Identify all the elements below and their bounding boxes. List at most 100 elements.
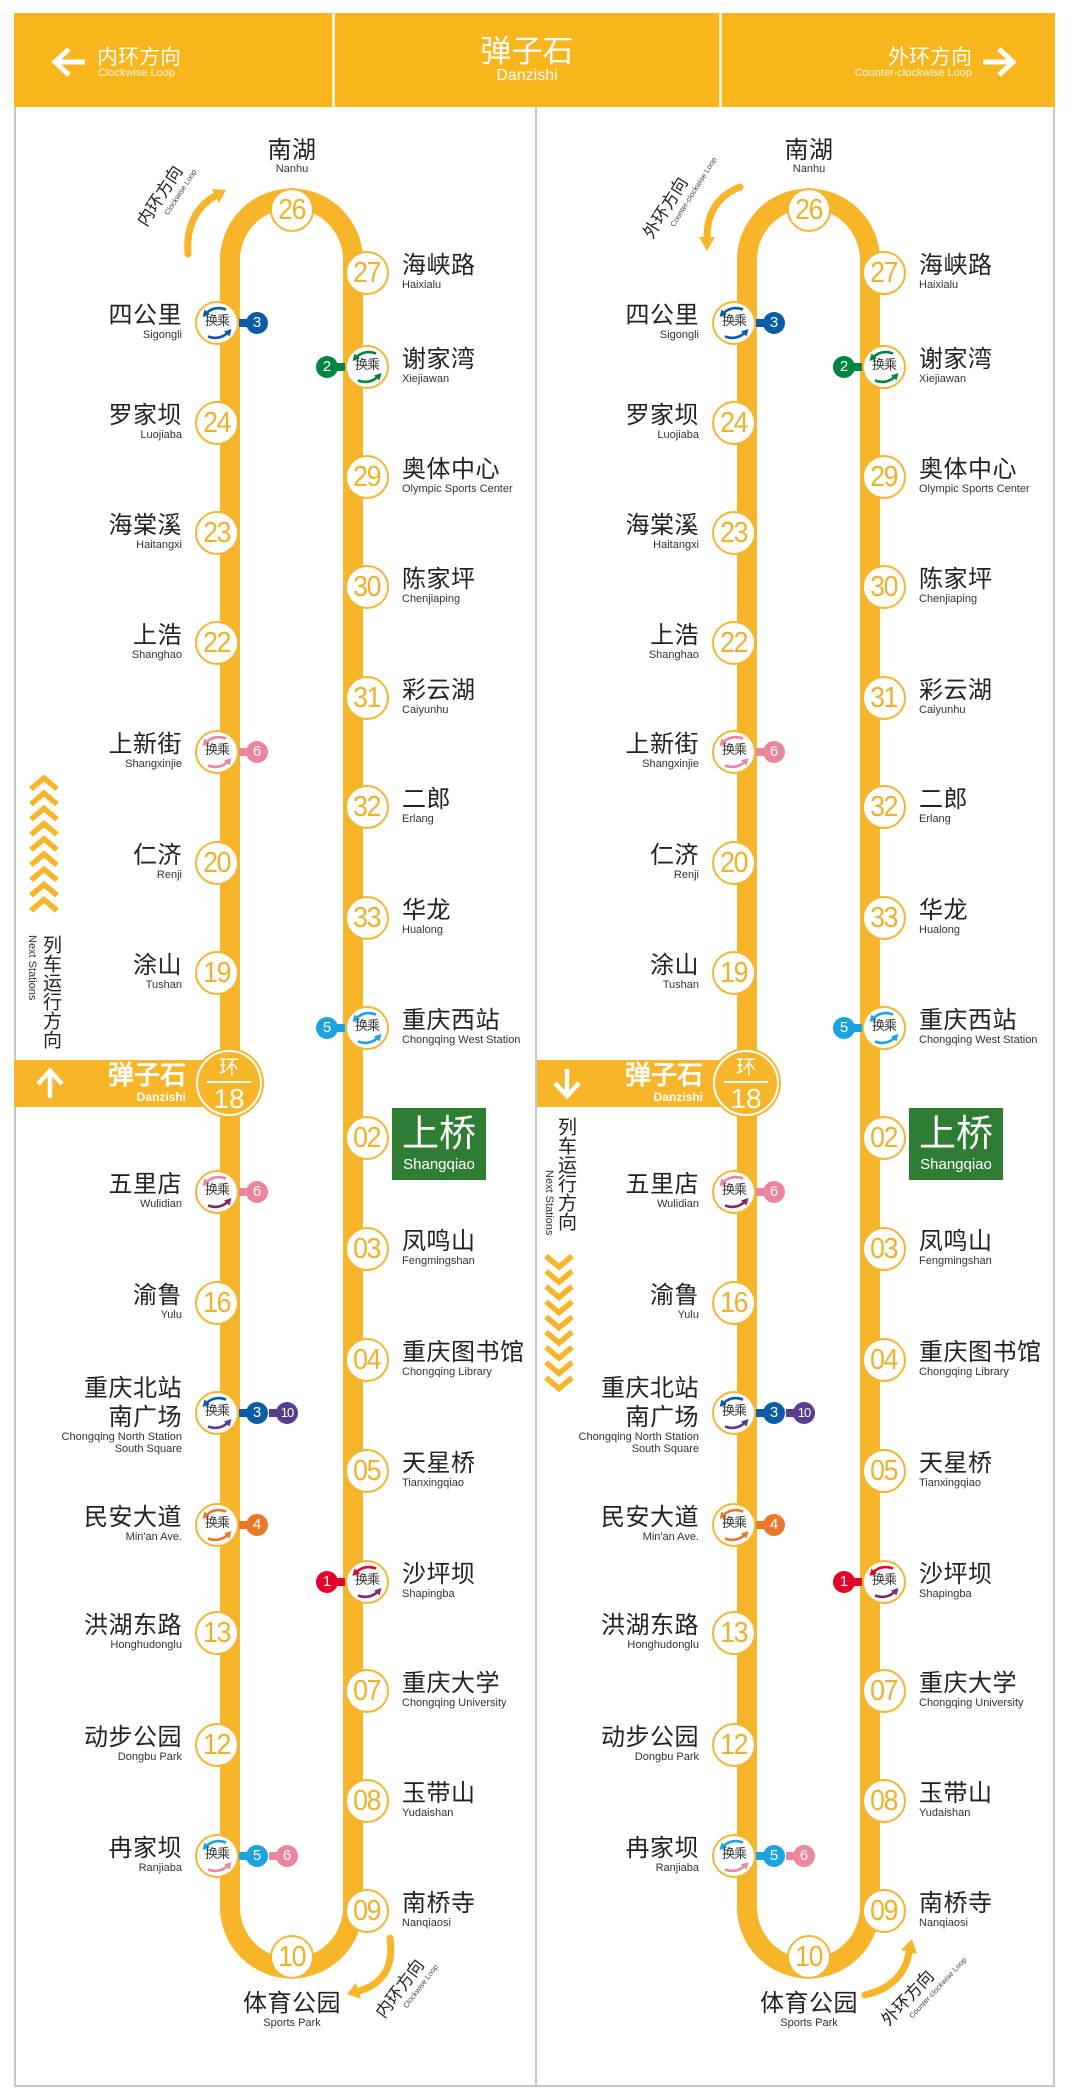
direction-outer-loop[interactable]: 外环方向 Counter-clockwise Loop bbox=[722, 13, 1055, 107]
station-number-badge[interactable]: 31 bbox=[862, 676, 906, 720]
transfer-icon[interactable]: 换乘 bbox=[712, 301, 756, 345]
station-number-badge[interactable]: 09 bbox=[345, 1889, 389, 1933]
station-number-badge[interactable]: 22 bbox=[195, 621, 239, 665]
transfer-icon[interactable]: 换乘 bbox=[345, 345, 389, 389]
loop-direction-arrow-icon bbox=[347, 1934, 395, 1999]
station-number-badge[interactable]: 16 bbox=[195, 1281, 239, 1325]
line-6-badge[interactable]: 6 bbox=[246, 741, 268, 763]
station-number-badge[interactable]: 30 bbox=[345, 565, 389, 609]
line-1-badge[interactable]: 1 bbox=[316, 1571, 338, 1593]
station-number-badge[interactable]: 02 bbox=[862, 1116, 906, 1160]
line-6-badge[interactable]: 6 bbox=[276, 1845, 298, 1867]
station-number-badge[interactable]: 04 bbox=[862, 1338, 906, 1382]
station-number-badge[interactable]: 05 bbox=[345, 1449, 389, 1493]
transfer-icon[interactable]: 换乘 bbox=[862, 345, 906, 389]
line-5-badge[interactable]: 5 bbox=[316, 1017, 338, 1039]
station-number-badge[interactable]: 19 bbox=[195, 951, 239, 995]
line-6-badge[interactable]: 6 bbox=[763, 1181, 785, 1203]
station-number-badge[interactable]: 31 bbox=[345, 676, 389, 720]
transfer-icon[interactable]: 换乘 bbox=[862, 1006, 906, 1050]
station-number-badge[interactable]: 08 bbox=[345, 1779, 389, 1823]
station-name-en: Chongqing Library bbox=[919, 1366, 1009, 1378]
station-number-badge[interactable]: 07 bbox=[862, 1669, 906, 1713]
line-3-badge[interactable]: 3 bbox=[246, 312, 268, 334]
transfer-icon[interactable]: 换乘 bbox=[712, 1834, 756, 1878]
station-number-badge[interactable]: 24 bbox=[712, 401, 756, 445]
direction-inner-loop[interactable]: 内环方向 Clockwise Loop bbox=[14, 13, 332, 107]
station-number-badge[interactable]: 12 bbox=[195, 1723, 239, 1767]
station-number-badge[interactable]: 13 bbox=[712, 1611, 756, 1655]
transfer-icon[interactable]: 换乘 bbox=[195, 1834, 239, 1878]
station-number-badge[interactable]: 29 bbox=[345, 455, 389, 499]
transfer-icon[interactable]: 换乘 bbox=[195, 730, 239, 774]
station-number-badge[interactable]: 19 bbox=[712, 951, 756, 995]
transfer-icon[interactable]: 换乘 bbox=[712, 730, 756, 774]
station-number-badge[interactable]: 03 bbox=[345, 1227, 389, 1271]
transfer-icon[interactable]: 换乘 bbox=[345, 1006, 389, 1050]
station-number-badge[interactable]: 23 bbox=[712, 511, 756, 555]
station-number-badge[interactable]: 12 bbox=[712, 1723, 756, 1767]
line-3-badge[interactable]: 3 bbox=[763, 1402, 785, 1424]
station-number: 08 bbox=[353, 1785, 382, 1817]
station-number-badge[interactable]: 08 bbox=[862, 1779, 906, 1823]
station-number: 26 bbox=[795, 194, 824, 226]
station-number-badge[interactable]: 04 bbox=[345, 1338, 389, 1382]
station-number-badge[interactable]: 05 bbox=[862, 1449, 906, 1493]
station-number-badge[interactable]: 16 bbox=[712, 1281, 756, 1325]
station-number-badge[interactable]: 30 bbox=[862, 565, 906, 609]
transfer-icon[interactable]: 换乘 bbox=[345, 1560, 389, 1604]
station-number-badge[interactable]: 10 bbox=[270, 1935, 314, 1979]
station-number-badge[interactable]: 26 bbox=[787, 188, 831, 232]
line-connector bbox=[854, 363, 862, 371]
station-number-badge[interactable]: 20 bbox=[195, 841, 239, 885]
line-6-badge[interactable]: 6 bbox=[793, 1845, 815, 1867]
station-number-badge[interactable]: 24 bbox=[195, 401, 239, 445]
line-5-badge[interactable]: 5 bbox=[763, 1845, 785, 1867]
line-2-badge[interactable]: 2 bbox=[316, 356, 338, 378]
station-number-badge[interactable]: 10 bbox=[787, 1935, 831, 1979]
transfer-label: 换乘 bbox=[721, 1516, 747, 1531]
station-number-badge[interactable]: 02 bbox=[345, 1116, 389, 1160]
station-name-cn: 重庆西站 bbox=[402, 1006, 500, 1034]
station-number-badge[interactable]: 07 bbox=[345, 1669, 389, 1713]
station-number-badge[interactable]: 32 bbox=[862, 785, 906, 829]
station-number: 09 bbox=[870, 1895, 899, 1927]
station-number-badge[interactable]: 29 bbox=[862, 455, 906, 499]
line-4-badge[interactable]: 4 bbox=[246, 1514, 268, 1536]
transfer-icon[interactable]: 换乘 bbox=[195, 301, 239, 345]
station-number-badge[interactable]: 20 bbox=[712, 841, 756, 885]
line-6-badge[interactable]: 6 bbox=[246, 1181, 268, 1203]
line-2-badge[interactable]: 2 bbox=[833, 356, 855, 378]
station-number-badge[interactable]: 33 bbox=[862, 896, 906, 940]
station-number-badge[interactable]: 27 bbox=[345, 251, 389, 295]
line-3-badge[interactable]: 3 bbox=[763, 312, 785, 334]
line-6-badge[interactable]: 6 bbox=[763, 741, 785, 763]
station-number-badge[interactable]: 26 bbox=[270, 188, 314, 232]
station-number-badge[interactable]: 22 bbox=[712, 621, 756, 665]
line-1-badge[interactable]: 1 bbox=[833, 1571, 855, 1593]
line-10-badge[interactable]: 10 bbox=[793, 1402, 815, 1424]
transfer-icon[interactable]: 换乘 bbox=[195, 1503, 239, 1547]
transfer-icon[interactable]: 换乘 bbox=[712, 1170, 756, 1214]
station-number-badge[interactable]: 03 bbox=[862, 1227, 906, 1271]
line-5-badge[interactable]: 5 bbox=[833, 1017, 855, 1039]
line-3-badge[interactable]: 3 bbox=[246, 1402, 268, 1424]
station-number-badge[interactable]: 27 bbox=[862, 251, 906, 295]
line-10-badge[interactable]: 10 bbox=[276, 1402, 298, 1424]
transfer-icon[interactable]: 换乘 bbox=[195, 1391, 239, 1435]
station-number-badge[interactable]: 33 bbox=[345, 896, 389, 940]
station-number-badge[interactable]: 13 bbox=[195, 1611, 239, 1655]
station-number-badge[interactable]: 32 bbox=[345, 785, 389, 829]
transfer-icon[interactable]: 换乘 bbox=[862, 1560, 906, 1604]
transfer-icon[interactable]: 换乘 bbox=[195, 1170, 239, 1214]
line-5-badge[interactable]: 5 bbox=[246, 1845, 268, 1867]
station-number-badge[interactable]: 23 bbox=[195, 511, 239, 555]
line-4-badge[interactable]: 4 bbox=[763, 1514, 785, 1536]
transfer-icon[interactable]: 换乘 bbox=[712, 1391, 756, 1435]
transfer-icon[interactable]: 换乘 bbox=[712, 1503, 756, 1547]
station-number-badge[interactable]: 09 bbox=[862, 1889, 906, 1933]
